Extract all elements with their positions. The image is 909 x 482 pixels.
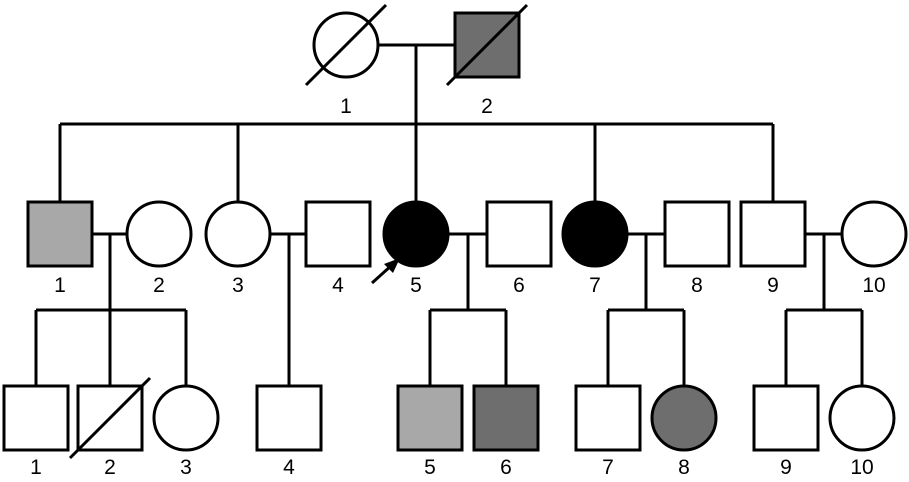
female-circle-icon <box>561 200 629 268</box>
generation-2 <box>26 200 908 268</box>
individual-g2-8 <box>663 200 731 268</box>
label-g3-8: 8 <box>678 456 690 479</box>
individual-g2-3 <box>204 200 272 268</box>
label-g1-2: 2 <box>481 95 493 118</box>
individual-g3-8 <box>650 384 718 452</box>
individual-g2-4 <box>304 200 372 268</box>
individual-g1-2 <box>445 3 529 87</box>
individual-g3-1 <box>2 384 70 452</box>
label-g3-1: 1 <box>30 456 42 479</box>
male-square-icon <box>396 384 464 452</box>
label-g3-9: 9 <box>780 456 792 479</box>
generation-3 <box>2 376 896 460</box>
female-circle-icon <box>828 384 896 452</box>
female-circle-icon <box>204 200 272 268</box>
label-g2-4: 4 <box>332 274 344 297</box>
female-circle-icon <box>125 200 193 268</box>
individual-g2-6 <box>485 200 553 268</box>
individual-g2-7 <box>561 200 629 268</box>
female-circle-icon <box>650 384 718 452</box>
label-g3-2: 2 <box>104 456 116 479</box>
individual-g2-1 <box>26 200 94 268</box>
male-square-icon <box>2 384 70 452</box>
label-g2-3: 3 <box>232 274 244 297</box>
individual-g3-7 <box>574 384 642 452</box>
label-g2-10: 10 <box>862 274 885 297</box>
label-g2-6: 6 <box>513 274 525 297</box>
individual-g2-9 <box>739 200 807 268</box>
deceased-slash-icon <box>304 3 388 87</box>
individual-g3-5 <box>396 384 464 452</box>
individual-g2-2 <box>125 200 193 268</box>
label-g2-1: 1 <box>54 274 66 297</box>
individual-g3-3 <box>152 384 220 452</box>
label-g3-5: 5 <box>424 456 436 479</box>
deceased-slash-icon <box>445 3 529 87</box>
individual-g3-4 <box>255 384 323 452</box>
label-g2-8: 8 <box>691 274 703 297</box>
individual-g2-10 <box>840 200 908 268</box>
male-square-icon <box>472 384 540 452</box>
label-g3-4: 4 <box>283 456 295 479</box>
individual-g3-6 <box>472 384 540 452</box>
individual-g2-5 <box>382 200 450 268</box>
female-circle-icon <box>382 200 450 268</box>
male-square-icon <box>739 200 807 268</box>
label-g3-7: 7 <box>602 456 614 479</box>
male-square-icon <box>574 384 642 452</box>
label-g2-9: 9 <box>767 274 779 297</box>
label-g1-1: 1 <box>340 95 352 118</box>
male-square-icon <box>485 200 553 268</box>
labels: 1 2 1 2 3 4 5 6 7 8 9 10 1 2 3 4 5 6 7 8… <box>30 95 886 479</box>
individual-g3-2 <box>68 376 152 460</box>
female-circle-icon <box>840 200 908 268</box>
pedigree-lines <box>34 43 864 386</box>
label-g3-6: 6 <box>500 456 512 479</box>
label-g3-3: 3 <box>180 456 192 479</box>
individual-g3-10 <box>828 384 896 452</box>
female-circle-icon <box>152 384 220 452</box>
generation-1 <box>304 3 529 87</box>
individual-g3-9 <box>752 384 820 452</box>
proband-arrow-icon <box>370 258 400 285</box>
male-square-icon <box>26 200 94 268</box>
deceased-slash-icon <box>68 376 152 460</box>
individual-g1-1 <box>304 3 388 87</box>
male-square-icon <box>752 384 820 452</box>
male-square-icon <box>663 200 731 268</box>
label-g2-2: 2 <box>153 274 165 297</box>
label-g2-7: 7 <box>589 274 601 297</box>
label-g3-10: 10 <box>850 456 873 479</box>
label-g2-5: 5 <box>410 274 422 297</box>
male-square-icon <box>255 384 323 452</box>
male-square-icon <box>304 200 372 268</box>
